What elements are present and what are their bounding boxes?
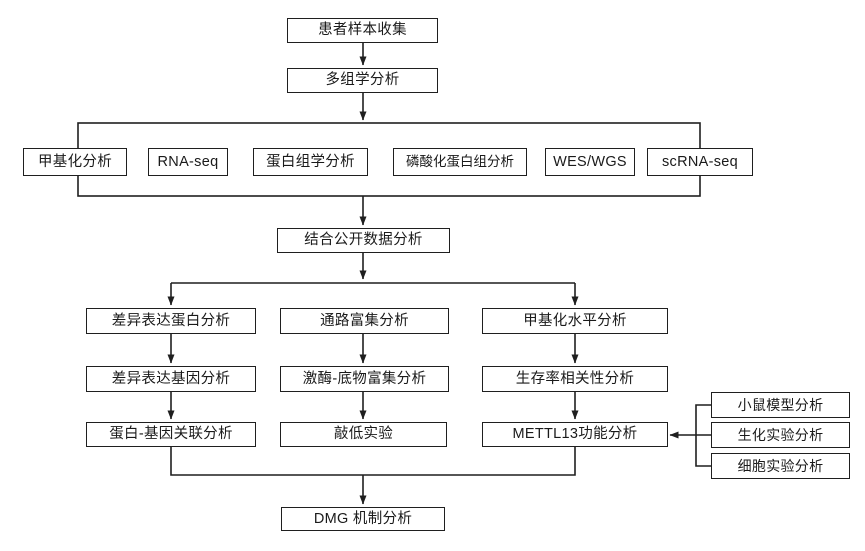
node-public-data: 结合公开数据分析 [277,228,450,253]
node-kinase-substrate: 激酶-底物富集分析 [280,366,449,392]
node-pathway-enrichment: 通路富集分析 [280,308,449,334]
node-mouse-model: 小鼠模型分析 [711,392,850,418]
node-knockdown: 敲低实验 [280,422,447,447]
node-wes-wgs: WES/WGS [545,148,635,176]
node-proteomics: 蛋白组学分析 [253,148,368,176]
node-mettl13: METTL13功能分析 [482,422,668,447]
node-biochem-exp: 生化实验分析 [711,422,850,448]
node-diff-protein: 差异表达蛋白分析 [86,308,256,334]
node-cell-exp: 细胞实验分析 [711,453,850,479]
node-diff-gene: 差异表达基因分析 [86,366,256,392]
node-survival-correlation: 生存率相关性分析 [482,366,668,392]
node-scrna-seq: scRNA-seq [647,148,753,176]
node-protein-gene: 蛋白-基因关联分析 [86,422,256,447]
node-multi-omics: 多组学分析 [287,68,438,93]
converge-line [170,447,576,476]
node-patient-sample: 患者样本收集 [287,18,438,43]
node-phosphoproteomics: 磷酸化蛋白组分析 [393,148,527,176]
node-rna-seq: RNA-seq [148,148,228,176]
node-methylation-analysis: 甲基化分析 [23,148,127,176]
node-methylation-level: 甲基化水平分析 [482,308,668,334]
node-dmg: DMG 机制分析 [281,507,445,531]
